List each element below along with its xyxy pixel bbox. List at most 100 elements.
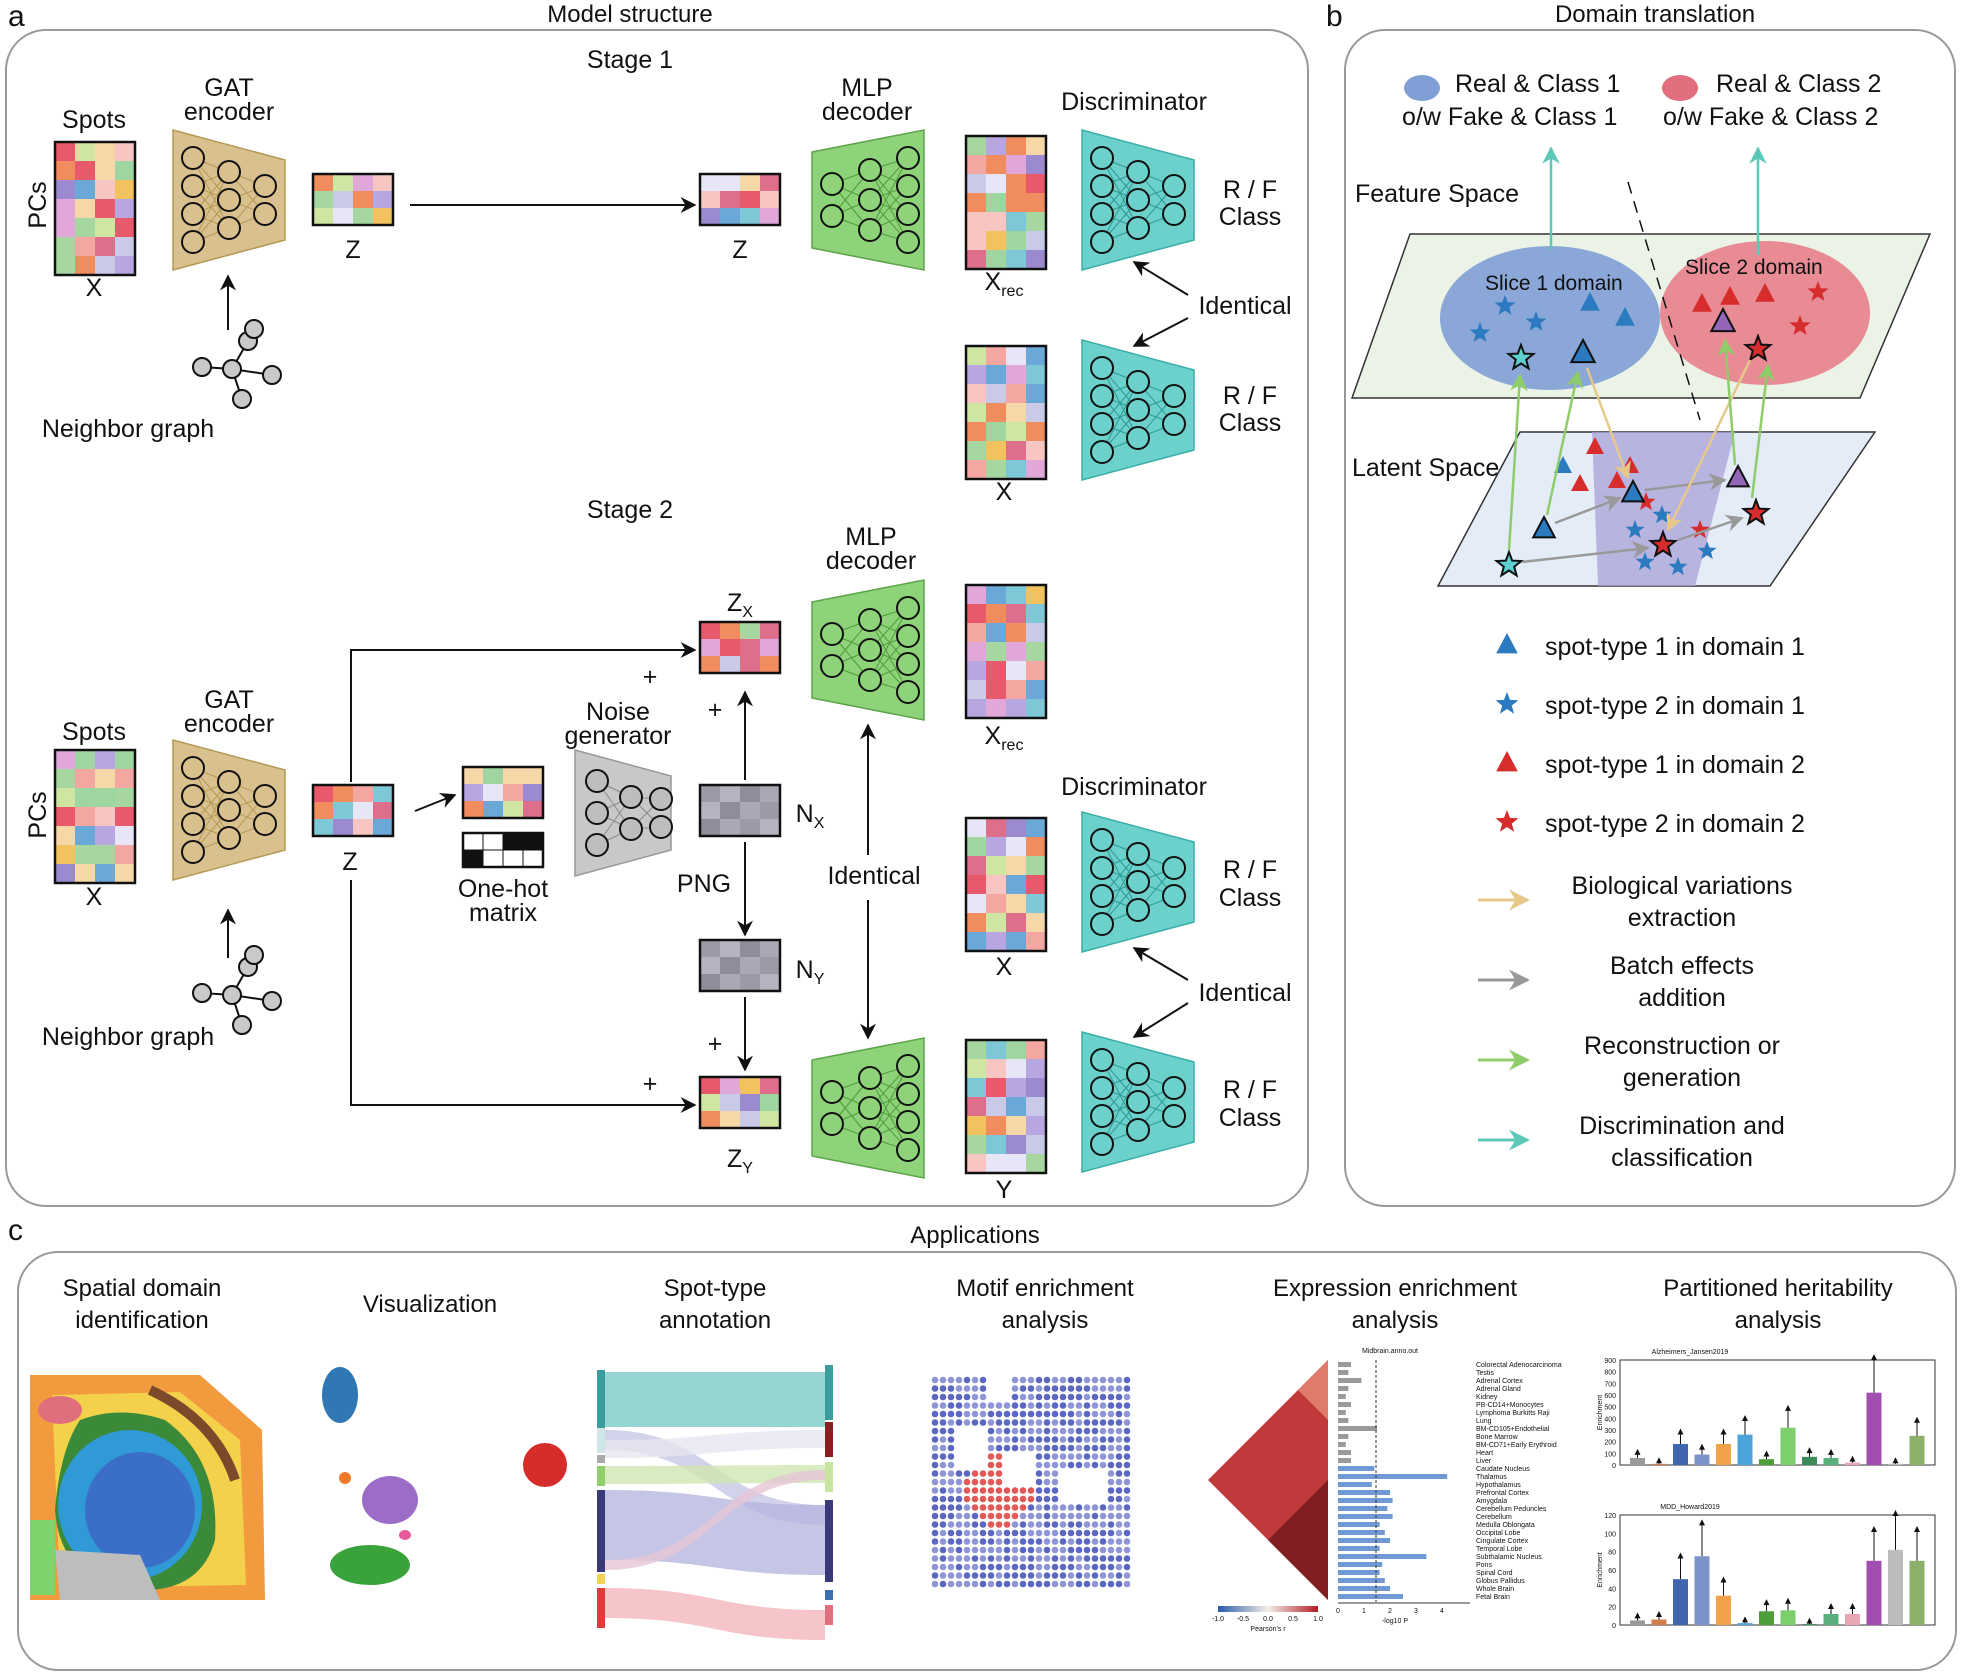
graph-node <box>244 945 264 965</box>
expr-bar <box>1338 1554 1427 1559</box>
motif-spot <box>1075 1436 1083 1443</box>
matrix-cell <box>986 604 1006 623</box>
motif-spot <box>971 1419 979 1426</box>
motif-spot <box>1035 1546 1043 1554</box>
z-to-zy-arrow <box>350 880 697 1113</box>
motif-spot <box>1011 1546 1019 1554</box>
motif-spot <box>1107 1538 1115 1545</box>
motif-spot <box>1011 1512 1019 1520</box>
mlp-network <box>820 596 920 704</box>
expr-tissue-label: Testis <box>1476 1370 1494 1377</box>
motif-spot <box>1115 1385 1123 1392</box>
matrix-cell <box>986 1135 1006 1154</box>
network-node <box>1162 1076 1186 1100</box>
motif-spot <box>1043 1572 1051 1579</box>
app-title-line1: Expression enrichment <box>1273 1275 1517 1302</box>
motif-spot <box>1027 1546 1035 1554</box>
matrix-cell <box>333 785 353 802</box>
matrix-cell <box>1006 623 1026 642</box>
network-node <box>181 146 205 170</box>
motif-spot <box>1027 1521 1035 1528</box>
motif-spot <box>1035 1512 1043 1520</box>
umap-cluster <box>339 1472 351 1484</box>
matrix-cell <box>1006 585 1026 604</box>
motif-spot <box>1051 1546 1059 1554</box>
motif-spot <box>1035 1436 1043 1443</box>
matrix-cell <box>740 1077 760 1094</box>
batch-arrow-3 <box>1521 541 1650 564</box>
expr-bar <box>1338 1426 1377 1431</box>
feature-d1-generated-star <box>1505 342 1537 371</box>
motif-spot <box>1115 1504 1123 1511</box>
motif-spot <box>931 1470 939 1477</box>
herit-bar <box>1802 1456 1817 1465</box>
class-label-2a: Class <box>1219 884 1282 912</box>
sankey-flow <box>605 1372 825 1427</box>
motif-spot <box>1043 1487 1051 1494</box>
motif-spot <box>1107 1393 1115 1401</box>
expr-bar <box>1338 1450 1351 1455</box>
motif-spot <box>1083 1427 1091 1435</box>
motif-spot <box>931 1521 939 1528</box>
motif-spot <box>963 1512 971 1520</box>
x-label-1b: X <box>996 478 1013 506</box>
network-node <box>820 1112 844 1136</box>
motif-spot <box>971 1546 979 1554</box>
matrix-cell <box>313 174 333 191</box>
motif-spot <box>1107 1444 1115 1452</box>
expr-bar <box>1338 1474 1448 1479</box>
input-matrix-x <box>53 140 137 277</box>
x-label: X <box>86 274 103 302</box>
expr-tissue-label: Cerebellum <box>1476 1514 1512 1521</box>
matrix-cell <box>95 769 115 788</box>
motif-spot <box>1075 1393 1083 1401</box>
motif-spot <box>1115 1419 1123 1426</box>
motif-spot <box>1043 1453 1051 1460</box>
tissue-lightgreen <box>30 1520 55 1595</box>
herit-bar <box>1759 1611 1774 1625</box>
xrec-matrix-2 <box>964 583 1048 720</box>
matrix-cell <box>1006 193 1026 212</box>
motif-spot <box>947 1538 955 1545</box>
matrix-cell <box>986 384 1006 403</box>
legend-arrow-label-2: classification <box>1611 1144 1753 1172</box>
matrix-cell <box>1006 441 1026 460</box>
x-matrix-2 <box>964 816 1048 953</box>
motif-spot <box>1027 1538 1035 1545</box>
matrix-cell <box>986 932 1006 951</box>
matrix-cell <box>986 136 1006 155</box>
matrix-cell <box>1026 136 1046 155</box>
motif-spot <box>1099 1385 1107 1392</box>
motif-spot <box>1123 1436 1131 1443</box>
expr-colorbar <box>1218 1606 1318 1612</box>
matrix-cell <box>1026 585 1046 604</box>
motif-spot <box>1043 1546 1051 1554</box>
panel-a-letter: a <box>8 0 25 33</box>
motif-spot <box>971 1470 979 1477</box>
motif-spot <box>931 1376 939 1384</box>
herit-arrowhead <box>1806 1447 1813 1454</box>
motif-spot <box>931 1410 939 1418</box>
network-node <box>649 787 673 811</box>
matrix-cell <box>720 802 740 819</box>
motif-spot <box>1003 1512 1011 1520</box>
expr-bar <box>1338 1482 1372 1487</box>
motif-spot <box>971 1521 979 1528</box>
plus-zx-1: + <box>643 663 658 691</box>
motif-spot <box>1051 1436 1059 1443</box>
motif-spot <box>1123 1572 1131 1579</box>
motif-spot <box>1035 1529 1043 1537</box>
matrix-border <box>964 583 1048 720</box>
matrix-cell <box>1026 680 1046 699</box>
network-node <box>1090 356 1114 380</box>
motif-spot <box>979 1529 987 1537</box>
motif-spot <box>1059 1580 1067 1588</box>
motif-spot <box>1027 1563 1035 1571</box>
motif-spot <box>1067 1427 1075 1435</box>
motif-spot <box>1123 1461 1131 1469</box>
motif-spot <box>1107 1555 1115 1562</box>
network-node <box>896 1054 920 1078</box>
motif-spot <box>955 1521 963 1528</box>
legend-arrow-label-1: Biological variations <box>1572 872 1793 900</box>
matrix-cell <box>1026 384 1046 403</box>
